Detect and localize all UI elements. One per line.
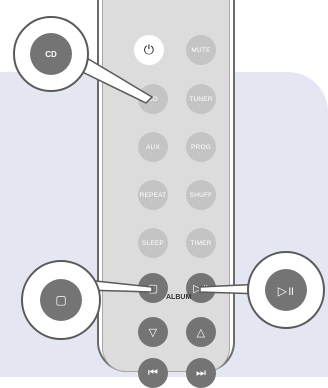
timer-button[interactable]: TIMER xyxy=(186,228,216,258)
triangle-up-icon: △ xyxy=(196,326,206,339)
cd-callout-button: CD xyxy=(30,33,72,75)
album-down-button[interactable]: ▽ xyxy=(138,317,168,347)
album-label: ALBUM xyxy=(166,294,192,301)
previous-button[interactable]: ⏮ xyxy=(138,358,168,388)
prog-button[interactable]: PROG xyxy=(186,132,216,162)
mute-button-label: MUTE xyxy=(191,46,211,54)
cd-button-label: CD xyxy=(148,95,158,103)
aux-button[interactable]: AUX xyxy=(138,132,168,162)
timer-button-label: TIMER xyxy=(190,239,212,247)
triangle-down-icon: ▽ xyxy=(148,326,158,339)
skip-forward-icon: ⏭ xyxy=(195,366,207,379)
prog-button-label: PROG xyxy=(191,143,211,151)
next-button[interactable]: ⏭ xyxy=(186,358,216,388)
play-pause-icon: ▷॥ xyxy=(193,282,209,295)
stop-icon: ▢ xyxy=(147,282,159,295)
stop-button[interactable]: ▢ xyxy=(138,273,168,303)
tuner-button-label: TUNER xyxy=(189,95,213,103)
stop-callout: ▢ xyxy=(21,260,101,340)
power-icon: ⏻ xyxy=(143,42,155,57)
cd-callout-label: CD xyxy=(45,49,57,59)
repeat-button[interactable]: REPEAT xyxy=(138,180,168,210)
cd-callout: CD xyxy=(13,16,89,92)
play-pause-callout: ▷॥ xyxy=(247,251,325,329)
stop-callout-icon: ▢ xyxy=(55,293,67,307)
cd-button[interactable]: CD xyxy=(138,84,168,114)
power-button[interactable]: ⏻ xyxy=(134,35,164,65)
repeat-button-label: REPEAT xyxy=(139,191,167,199)
tuner-button[interactable]: TUNER xyxy=(186,84,216,114)
stop-callout-button: ▢ xyxy=(40,279,82,321)
mute-button[interactable]: MUTE xyxy=(186,35,216,65)
skip-back-icon: ⏮ xyxy=(147,366,159,379)
shuff-button-label: SHUFF xyxy=(189,191,213,199)
album-up-button[interactable]: △ xyxy=(186,317,216,347)
aux-button-label: AUX xyxy=(146,143,160,151)
sleep-button[interactable]: SLEEP xyxy=(138,228,168,258)
sleep-button-label: SLEEP xyxy=(142,239,164,247)
shuff-button[interactable]: SHUFF xyxy=(186,180,216,210)
play-pause-callout-button: ▷॥ xyxy=(265,269,307,311)
play-pause-callout-icon: ▷॥ xyxy=(277,283,295,298)
